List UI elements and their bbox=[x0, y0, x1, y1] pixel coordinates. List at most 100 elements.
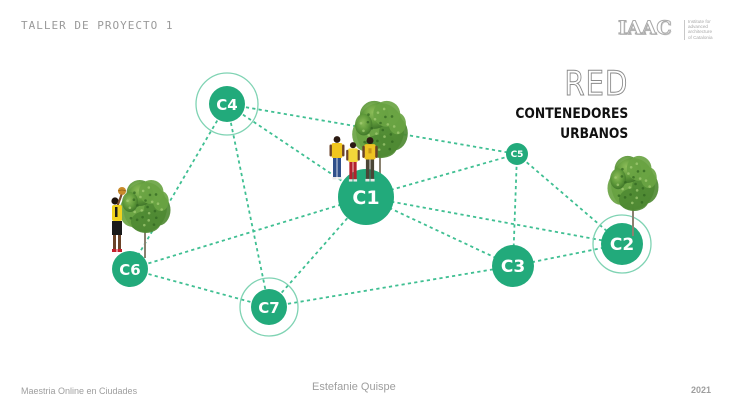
tree-leaf bbox=[388, 147, 392, 151]
tree-leaf bbox=[153, 209, 157, 213]
tree-canopy-part bbox=[152, 191, 169, 211]
logo-institute-text: Institute for advanced architecture of C… bbox=[688, 19, 713, 40]
node-circle bbox=[209, 86, 245, 122]
tree-leaf bbox=[126, 199, 129, 203]
node-label: C5 bbox=[511, 150, 524, 160]
tree-leaf bbox=[156, 202, 160, 206]
logo-text-line: of Catalonia bbox=[688, 34, 713, 40]
node-circle bbox=[492, 245, 534, 287]
tree-leaf bbox=[642, 169, 646, 173]
tree-leaf bbox=[635, 162, 639, 166]
tree-leaf bbox=[629, 165, 633, 169]
tree-leaf bbox=[635, 189, 639, 192]
tree-leaf bbox=[644, 179, 648, 182]
tree-canopy-part bbox=[640, 167, 657, 189]
heading-outline-word: RED bbox=[564, 64, 628, 104]
tree-leaf bbox=[370, 127, 374, 130]
kid-2 bbox=[346, 142, 360, 182]
edge-c6-c7 bbox=[129, 268, 270, 308]
tree-leaf bbox=[377, 148, 381, 151]
kid-arm bbox=[357, 149, 360, 161]
tree-leaf bbox=[132, 198, 136, 202]
node-c3: C3 bbox=[492, 245, 534, 287]
tree-leaf bbox=[139, 195, 142, 199]
logo-divider bbox=[684, 20, 685, 40]
kid-leg bbox=[353, 162, 357, 180]
kid-leg bbox=[333, 158, 337, 177]
kid-head bbox=[333, 136, 341, 143]
tree-icon bbox=[352, 100, 408, 182]
kid-leg bbox=[113, 235, 116, 249]
tree-leaf bbox=[392, 125, 396, 128]
footer-program: Maestria Online en Ciudades bbox=[21, 386, 138, 396]
edge-c4-c7 bbox=[226, 103, 270, 308]
kid-shoe bbox=[353, 179, 358, 182]
heading-line-1: CONTENEDORES bbox=[515, 106, 628, 122]
ball-seam bbox=[117, 189, 127, 192]
tree-leaf bbox=[384, 115, 387, 119]
tree-leaf bbox=[147, 219, 150, 222]
kid-1 bbox=[329, 136, 345, 180]
tree-leaf bbox=[386, 123, 390, 126]
tree-leaf bbox=[367, 133, 371, 137]
iaac-logo: IAAC Institute for advanced architecture… bbox=[618, 17, 728, 47]
tree-leaf bbox=[147, 186, 151, 189]
tree-leaf bbox=[376, 139, 379, 143]
tree-leaf bbox=[147, 211, 151, 215]
tree-leaf bbox=[640, 201, 644, 204]
edge-c5-c2 bbox=[516, 153, 623, 245]
tree-leaf bbox=[146, 205, 149, 209]
kid-head bbox=[349, 142, 357, 149]
tree-leaf bbox=[620, 175, 624, 178]
tree-canopy-part bbox=[355, 113, 373, 136]
kid-arm bbox=[116, 194, 123, 206]
tree-leaf bbox=[636, 170, 640, 173]
node-label: C4 bbox=[216, 96, 237, 114]
tree-leaf bbox=[136, 204, 139, 207]
node-circle bbox=[338, 169, 394, 225]
edge-c7-c3 bbox=[268, 265, 514, 308]
node-c7: C7 bbox=[239, 277, 299, 337]
tree-leaf bbox=[363, 140, 366, 144]
iaac-logo-icon: IAAC bbox=[618, 17, 672, 40]
tree-leaf bbox=[366, 120, 370, 124]
children-icon bbox=[329, 136, 378, 182]
edge-c4-c5 bbox=[226, 103, 518, 155]
footer-year: 2021 bbox=[691, 385, 712, 395]
node-label: C2 bbox=[610, 235, 634, 255]
kid-shoe bbox=[117, 249, 122, 252]
tree-leaf bbox=[614, 176, 617, 179]
tree-leaf bbox=[390, 115, 394, 118]
node-circle bbox=[506, 143, 528, 165]
kid-shoe bbox=[348, 179, 353, 182]
kid-leg bbox=[349, 162, 353, 180]
tree-leaf bbox=[383, 135, 386, 138]
tree-canopy-part bbox=[130, 211, 161, 233]
edge-c6-c1 bbox=[129, 196, 367, 270]
kid-shoe bbox=[365, 178, 370, 182]
tree-leaf bbox=[133, 191, 136, 195]
kid-arm bbox=[362, 145, 365, 158]
tree-leaf bbox=[638, 177, 642, 180]
node-c4: C4 bbox=[195, 72, 259, 136]
kid-shirt-number bbox=[368, 148, 372, 154]
tree-leaf bbox=[621, 187, 624, 191]
tree-leaf bbox=[382, 107, 386, 111]
ball-icon bbox=[118, 187, 126, 195]
kid-leg bbox=[118, 235, 121, 249]
tree-leaf bbox=[381, 128, 385, 132]
tree-leaf bbox=[129, 216, 133, 220]
logo-text-line: Institute for bbox=[688, 19, 711, 24]
tree-leaf bbox=[367, 113, 370, 116]
node-label: C3 bbox=[501, 257, 525, 277]
tree-leaf bbox=[135, 218, 139, 222]
kid-leg bbox=[370, 159, 375, 179]
tree-leaf bbox=[621, 167, 624, 171]
logo-text-line: architecture bbox=[688, 29, 713, 35]
tree-leaf bbox=[617, 194, 621, 197]
node-label: C7 bbox=[258, 299, 279, 317]
tree-leaf bbox=[379, 121, 382, 125]
kid-shoe bbox=[332, 177, 337, 180]
tree-leaf bbox=[382, 143, 386, 146]
kid-arm bbox=[375, 145, 378, 158]
